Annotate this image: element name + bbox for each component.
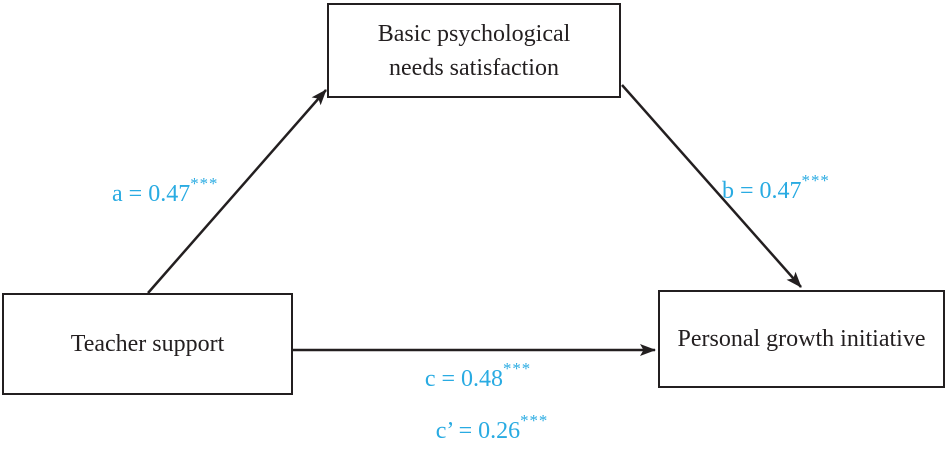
outcome-box-label: Personal growth initiative xyxy=(677,326,926,352)
path-a-significance: *** xyxy=(190,174,219,194)
path-a-arrow xyxy=(147,89,327,294)
path-c-prime-coefficient: c’ = 0.26 xyxy=(435,418,521,444)
mediator-label-line1: Basic psychological xyxy=(377,20,571,47)
path-b-significance: *** xyxy=(801,171,830,191)
path-c-prime-significance: *** xyxy=(520,411,549,431)
path-c-significance: *** xyxy=(503,359,532,379)
path-c-coefficient: c = 0.48 xyxy=(424,366,504,392)
mediator-label-line2: needs satisfaction xyxy=(389,54,559,81)
path-c-label: c = 0.48*** xyxy=(425,359,531,392)
mediator-box: Basic psychological needs satisfaction xyxy=(327,3,621,98)
predictor-box-label: Teacher support xyxy=(70,331,225,357)
path-c-prime-label: c’ = 0.26*** xyxy=(436,411,549,444)
path-a-label: a = 0.47*** xyxy=(112,174,218,207)
path-b-arrow xyxy=(621,84,802,288)
path-a-coefficient: a = 0.47 xyxy=(112,181,191,207)
predictor-box: Teacher support xyxy=(2,293,293,395)
path-b-coefficient: b = 0.47 xyxy=(722,178,802,204)
path-b-label: b = 0.47*** xyxy=(722,171,830,204)
mediator-box-label: Basic psychological needs satisfaction xyxy=(378,17,571,85)
outcome-box: Personal growth initiative xyxy=(658,290,945,388)
